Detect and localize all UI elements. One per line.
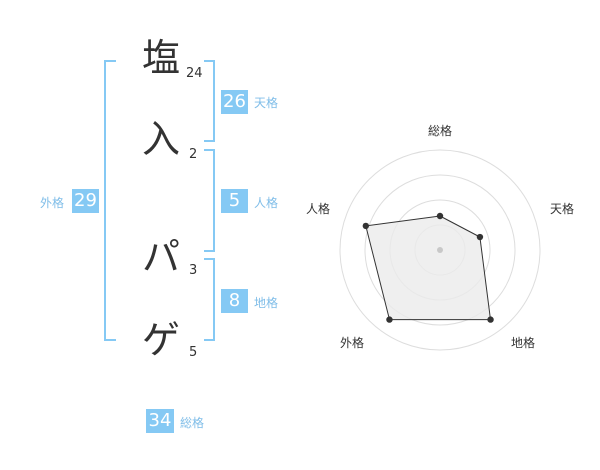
jinkaku-bracket: [204, 149, 215, 252]
soukaku-label: 総格: [180, 416, 205, 430]
soukaku-value-badge: 34: [146, 409, 174, 433]
jinkaku-value-badge: 5: [221, 189, 248, 213]
stroke-count-2: 2: [189, 147, 198, 162]
radar-point-5: [362, 222, 370, 230]
stroke-count-4: 5: [189, 345, 198, 360]
radar-center-dot: [437, 247, 443, 253]
tenkaku-bracket: [204, 60, 215, 142]
radar-label-soukaku: 総格: [428, 124, 453, 138]
chikaku-value-badge: 8: [221, 289, 248, 313]
radar-label-gaikaku: 外格: [340, 336, 365, 350]
tenkaku-label: 天格: [254, 96, 279, 110]
name-char-3: パ: [141, 235, 180, 279]
radar-label-jinkaku: 人格: [306, 202, 331, 216]
radar-grid-ring-3: [364, 174, 516, 326]
radar-point-1: [436, 212, 444, 220]
radar-grid-ring-4: [339, 149, 541, 351]
jinkaku-label: 人格: [254, 196, 279, 210]
stroke-count-3: 3: [189, 263, 198, 278]
radar-point-4: [386, 316, 393, 323]
radar-data-polygon: [365, 215, 492, 321]
name-char-2: 入: [141, 117, 180, 161]
radar-label-chikaku: 地格: [511, 336, 536, 350]
gaikaku-bracket: [104, 60, 116, 341]
tenkaku-value-badge: 26: [221, 90, 248, 114]
name-char-1: 塩: [141, 36, 180, 80]
gaikaku-label: 外格: [40, 196, 65, 210]
gaikaku-value-badge: 29: [72, 189, 99, 213]
radar-label-tenkaku: 天格: [550, 202, 575, 216]
radar-point-2: [476, 233, 484, 241]
chikaku-label: 地格: [254, 296, 279, 310]
stroke-count-1: 24: [186, 66, 203, 81]
chikaku-bracket: [204, 258, 215, 341]
radar-point-3: [487, 316, 494, 323]
name-char-4: ゲ: [141, 318, 180, 362]
